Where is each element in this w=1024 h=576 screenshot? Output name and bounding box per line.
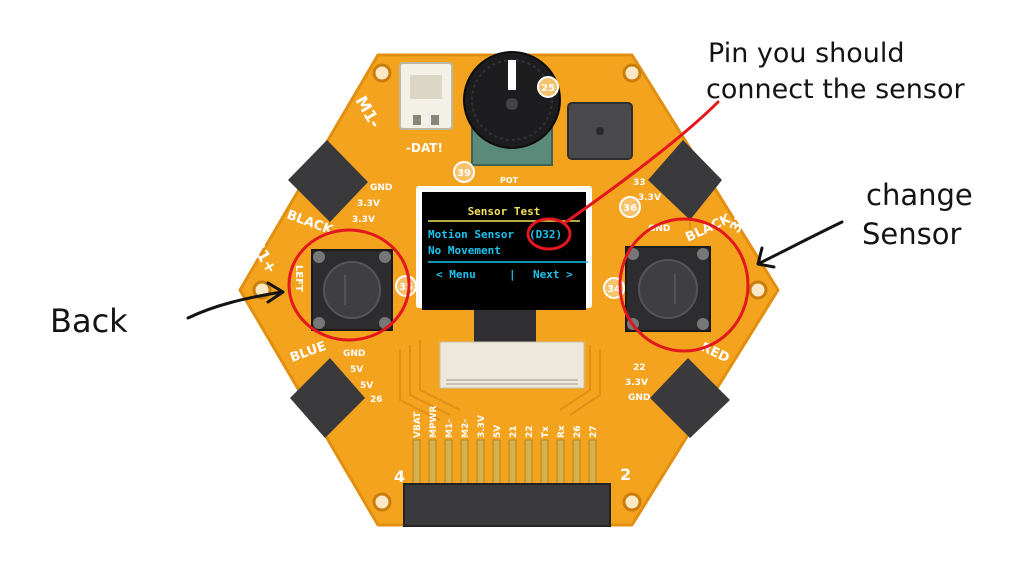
svg-text:25: 25	[541, 83, 555, 94]
jst-connector	[399, 62, 453, 130]
svg-text:5V: 5V	[493, 425, 503, 438]
potentiometer-knob[interactable]	[463, 51, 561, 166]
header-block	[403, 483, 611, 527]
edge-connectors	[288, 140, 730, 438]
annotation-arrows	[186, 220, 844, 320]
svg-text:21: 21	[509, 425, 519, 438]
svg-text:M2-: M2-	[461, 419, 471, 438]
left-top-pin-labels: GND 3.3V 3.3V	[352, 183, 392, 225]
header-pin-labels: VBAT MPWR M1- M2- 3.3V 5V 21 22 Tx Rx 26…	[413, 406, 599, 438]
svg-text:27: 27	[589, 425, 599, 438]
oled-title: Sensor Test	[468, 205, 541, 218]
right-push-button[interactable]	[625, 246, 711, 332]
svg-text:5V: 5V	[360, 381, 373, 391]
svg-text:3.3V: 3.3V	[638, 193, 661, 203]
dat-label: -DAT!	[406, 141, 443, 155]
oled-menu-label: < Menu	[436, 268, 476, 281]
oled-display	[416, 186, 592, 389]
svg-text:3.3V: 3.3V	[625, 378, 648, 388]
change-note-line1: change	[866, 178, 973, 212]
svg-text:22: 22	[525, 425, 535, 438]
left-label: LEFT	[293, 265, 304, 292]
header-num-2: 2	[620, 465, 631, 484]
svg-text:VBAT: VBAT	[413, 411, 423, 438]
back-button-highlight-circle	[287, 228, 411, 342]
left-push-button[interactable]	[311, 249, 393, 331]
svg-text:Rx: Rx	[557, 425, 567, 438]
change-button-highlight-circle	[618, 217, 750, 353]
back-arrow	[186, 290, 284, 320]
svg-text:Tx: Tx	[541, 426, 551, 438]
svg-text:GND: GND	[343, 349, 365, 359]
pin-note-line2: connect the sensor	[706, 74, 965, 105]
svg-text:5V: 5V	[350, 365, 363, 375]
oled-sensor-pin: (D32)	[529, 228, 562, 241]
oled-next-label: Next >	[533, 268, 573, 281]
svg-text:GND: GND	[648, 224, 670, 234]
pin-highlight-circle	[526, 217, 572, 251]
svg-text:MPWR: MPWR	[429, 406, 439, 438]
svg-text:GND: GND	[628, 393, 650, 403]
svg-text:34: 34	[607, 284, 621, 295]
svg-text:M1-: M1-	[445, 419, 455, 438]
right-bottom-pin-labels: 22 3.3V GND	[625, 363, 650, 403]
left-bottom-pin-labels: GND 5V 5V 26	[343, 349, 383, 405]
svg-text:3.3V: 3.3V	[352, 215, 375, 225]
mounting-holes	[252, 63, 768, 512]
svg-text:39: 39	[457, 168, 471, 179]
change-arrow	[758, 220, 844, 265]
svg-text:22: 22	[633, 363, 646, 373]
svg-text:3.3V: 3.3V	[477, 415, 487, 438]
right-top-pin-labels: 33 3.3V GND	[633, 178, 670, 234]
svg-text:3.3V: 3.3V	[357, 199, 380, 209]
annotation-highlights	[287, 217, 750, 353]
svg-text:GND: GND	[370, 183, 392, 193]
oled-separator: |	[509, 268, 516, 281]
svg-text:33: 33	[633, 178, 646, 188]
svg-text:26: 26	[370, 395, 383, 405]
oled-status: No Movement	[428, 244, 501, 257]
oled-sensor-name: Motion Sensor	[428, 228, 514, 241]
svg-text:36: 36	[623, 203, 637, 214]
svg-text:26: 26	[573, 425, 583, 438]
change-note-line2: Sensor	[862, 217, 961, 251]
svg-text:35: 35	[399, 282, 413, 293]
back-note: Back	[50, 302, 128, 340]
pot-label: POT	[500, 176, 519, 185]
pin-annotation-line	[564, 100, 720, 224]
pin-note-line1: Pin you should	[708, 38, 905, 69]
gnd-top-label: GND	[669, 81, 698, 117]
header-num-4: 4	[394, 467, 405, 486]
